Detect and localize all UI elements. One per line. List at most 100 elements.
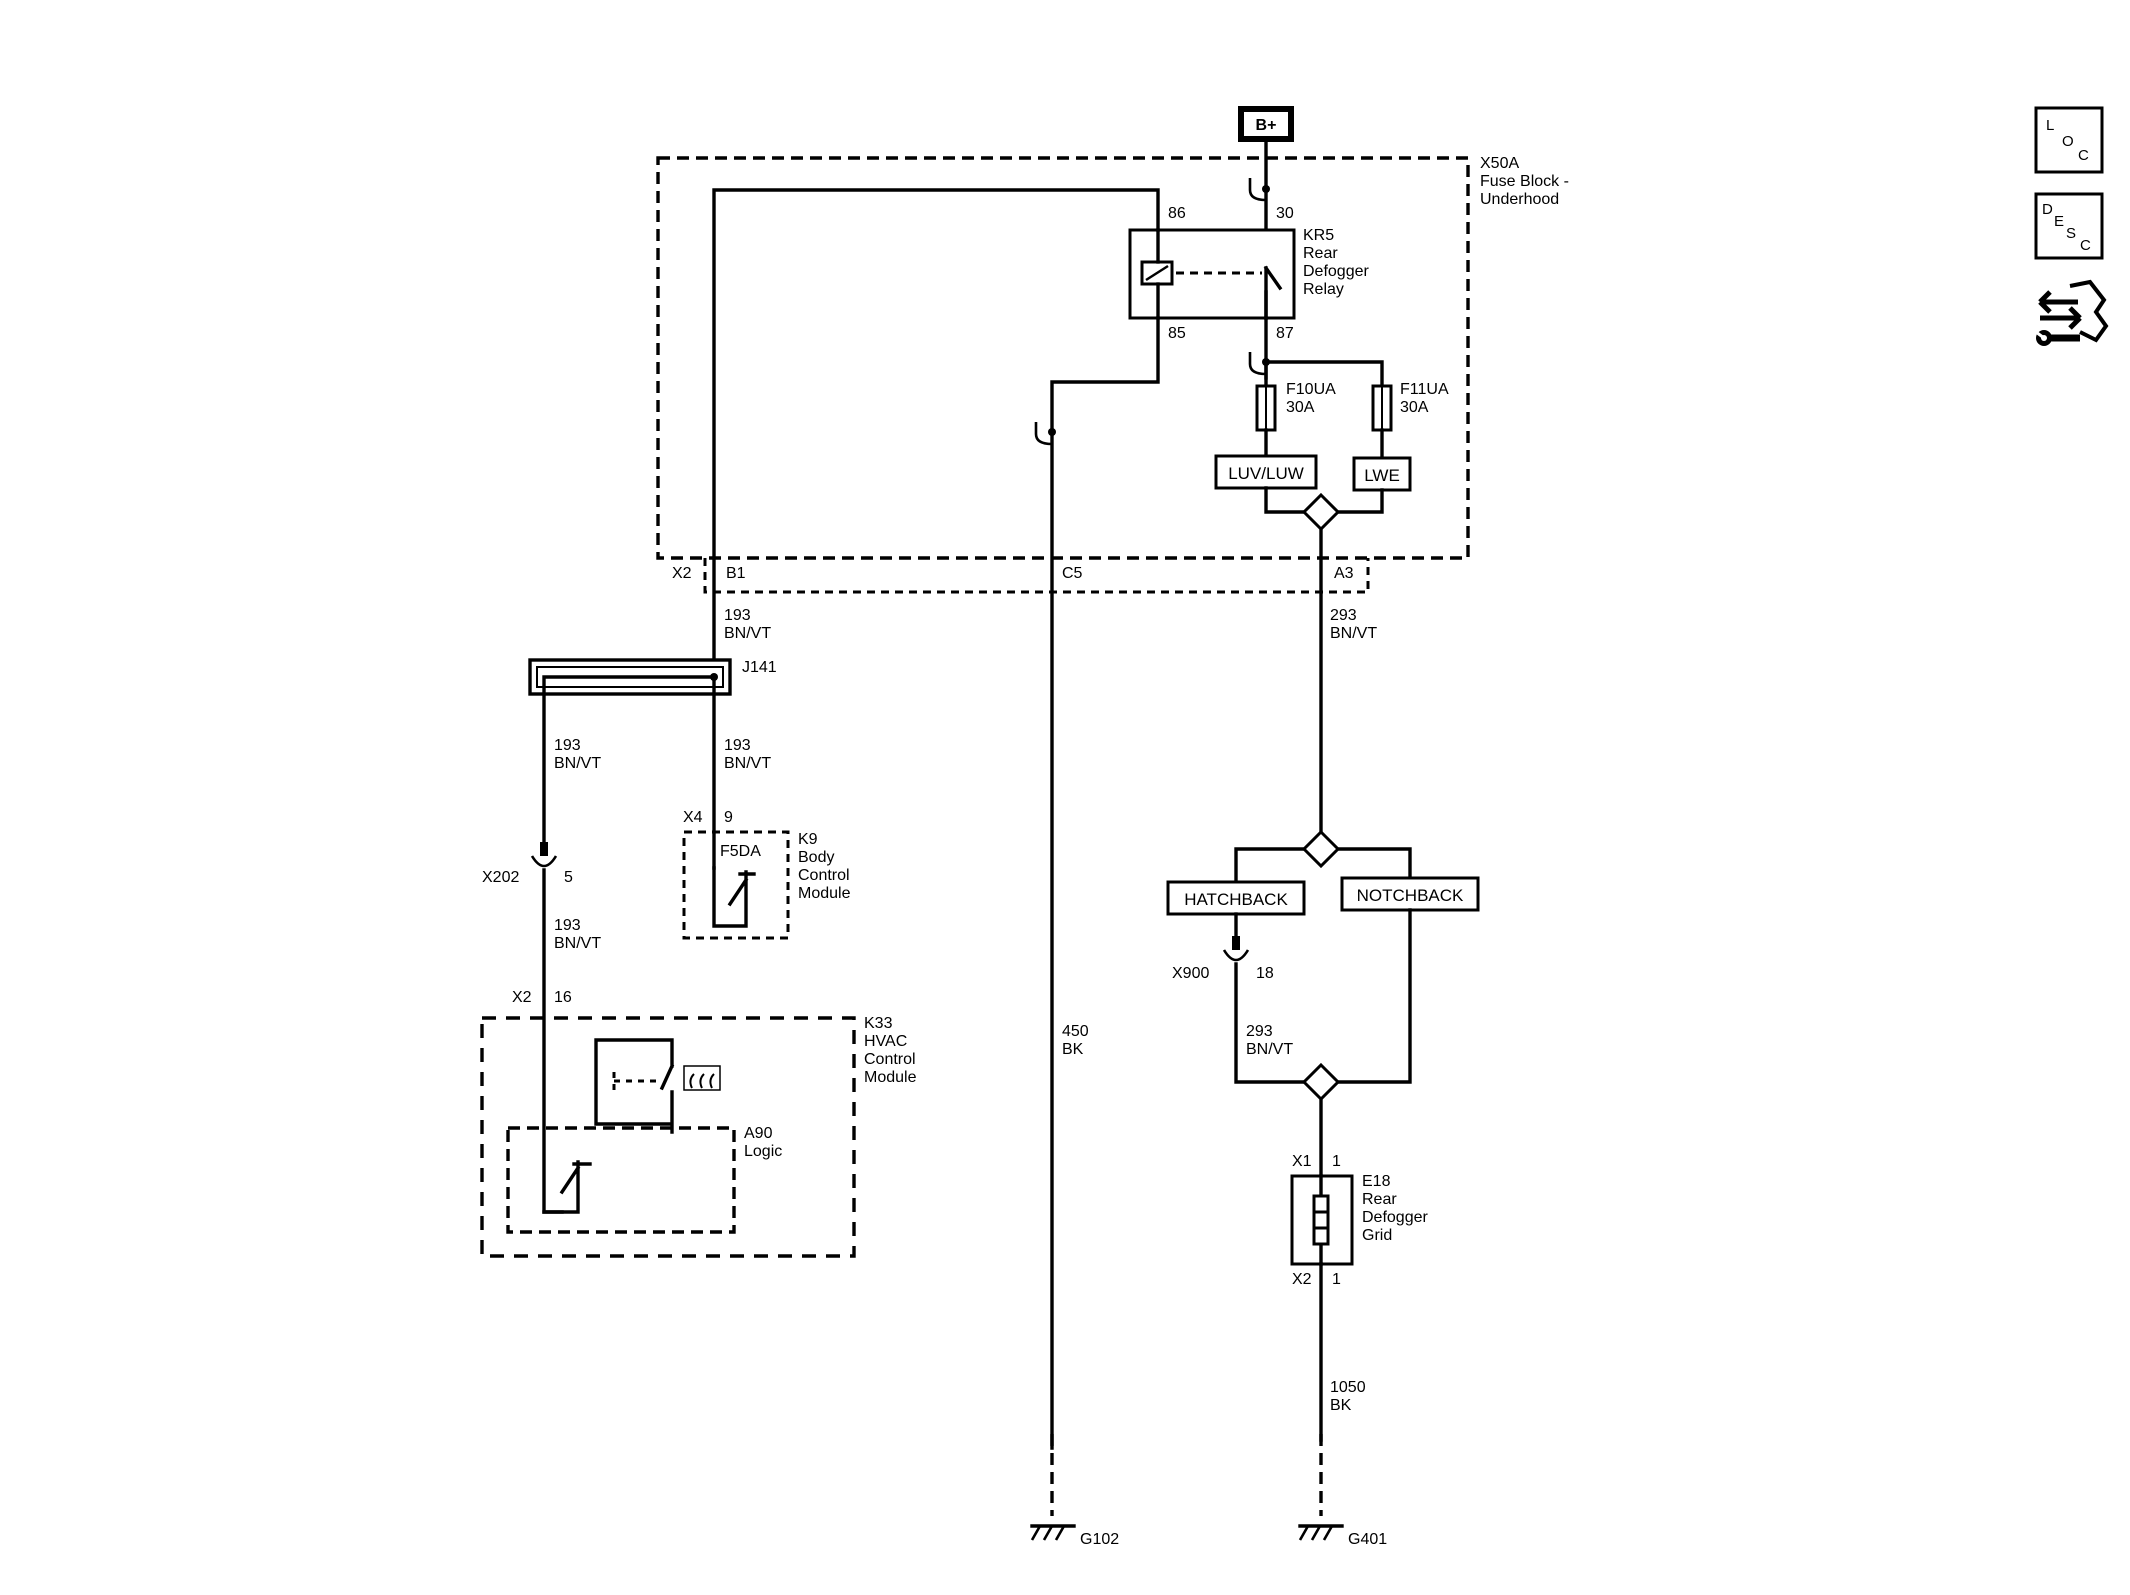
relay-name-3: Relay (1303, 281, 1344, 298)
wire-293a-circuit: 293 (1330, 607, 1357, 624)
connector-pin-b1: B1 (726, 565, 746, 582)
hvac-connector-id: X2 (512, 989, 532, 1006)
logic-a90-boundary (506, 1126, 736, 1234)
ground-g102-icon (1030, 1524, 1076, 1541)
grid-x2-pin: 1 (1332, 1271, 1341, 1288)
pin-connector-c5 (1034, 422, 1056, 446)
grid-name-3: Grid (1362, 1227, 1392, 1244)
wire-193b-circuit: 193 (554, 737, 581, 754)
wire-193d-circuit: 193 (554, 917, 581, 934)
fuse-block-name-2: Underhood (1480, 191, 1559, 208)
hvac-name-1: HVAC (864, 1033, 907, 1050)
relay-id: KR5 (1303, 227, 1334, 244)
relay-pin-86: 86 (1168, 205, 1186, 222)
wire-193a-color: BN/VT (724, 625, 771, 642)
fuse-f11ua-id: F11UA (1400, 381, 1449, 398)
connector-repair-icon[interactable] (2035, 279, 2109, 346)
relay-pin-30: 30 (1276, 205, 1294, 222)
splice-j141-inner (536, 666, 724, 688)
option-lwe-label: LWE (1364, 466, 1400, 485)
wire-193c-color: BN/VT (724, 755, 771, 772)
bcm-switch-icon (712, 866, 756, 928)
option-notchback-label: NOTCHBACK (1357, 886, 1464, 905)
connector-pin-a3: A3 (1334, 565, 1354, 582)
relay-pin-85: 85 (1168, 325, 1186, 342)
wire-450-color: BK (1062, 1041, 1084, 1058)
b-plus-label: B+ (1256, 117, 1277, 134)
hvac-name-3: Module (864, 1069, 917, 1086)
grid-heater-icon (1312, 1194, 1330, 1246)
ground-g102-id: G102 (1080, 1531, 1119, 1548)
inline-x202-id: X202 (482, 869, 519, 886)
grid-x2-id: X2 (1292, 1271, 1312, 1288)
location-view-button[interactable]: L O C (2034, 106, 2104, 174)
wire-293b-circuit: 293 (1246, 1023, 1273, 1040)
bcm-name-3: Module (798, 885, 851, 902)
grid-name-1: Rear (1362, 1191, 1397, 1208)
inline-x900-id: X900 (1172, 965, 1209, 982)
loc-letter-3: C (2078, 147, 2089, 164)
connector-x2-boundary (703, 558, 1370, 594)
fuse-block-name-1: Fuse Block - (1480, 173, 1569, 190)
connector-pin-c5: C5 (1062, 565, 1083, 582)
bcm-name-1: Body (798, 849, 834, 866)
fuse-f10ua-rating: 30A (1286, 399, 1315, 416)
wire-1050-color: BK (1330, 1397, 1352, 1414)
option-box-lwe (1352, 456, 1412, 492)
hvac-k33-boundary (480, 1016, 856, 1258)
wire-split-left (1234, 847, 1306, 884)
bcm-output-id: F5DA (720, 843, 761, 860)
loc-letter-2: O (2062, 133, 2074, 150)
logic-a90-name: Logic (744, 1143, 782, 1160)
defrost-indicator-icon (683, 1065, 721, 1091)
logic-a90-id: A90 (744, 1125, 773, 1142)
bcm-connector-id: X4 (683, 809, 703, 826)
wire-193a-circuit: 193 (724, 607, 751, 624)
loc-letter-1: L (2046, 117, 2054, 134)
wire-relay86-to-b1 (712, 188, 1160, 674)
hvac-relay-output (594, 1038, 675, 1134)
hvac-name-2: Control (864, 1051, 916, 1068)
wire-193d-color: BN/VT (554, 935, 601, 952)
inline-connector-x900 (1222, 936, 1250, 962)
connector-x2-id: X2 (672, 565, 692, 582)
option-luv-luw-label: LUV/LUW (1228, 464, 1304, 483)
pin-connector-30 (1248, 178, 1270, 202)
option-merge-diamond (1301, 492, 1341, 532)
bcm-k9-boundary (682, 830, 790, 940)
option-box-hatchback (1166, 880, 1306, 916)
relay-name-2: Defogger (1303, 263, 1369, 280)
merge-diamond-lower (1301, 1062, 1341, 1102)
ground-g401-id: G401 (1348, 1531, 1387, 1548)
grid-id: E18 (1362, 1173, 1391, 1190)
bcm-id: K9 (798, 831, 818, 848)
grid-x1-id: X1 (1292, 1153, 1312, 1170)
desc-letter-2: E (2054, 213, 2064, 230)
grid-x1-pin: 1 (1332, 1153, 1341, 1170)
relay-pin-87: 87 (1276, 325, 1294, 342)
hvac-relay-coil-link (612, 1072, 660, 1090)
option-box-luv-luw (1214, 454, 1318, 490)
desc-letter-3: S (2066, 225, 2076, 242)
wire-notchback-to-merge (1336, 908, 1412, 1084)
ground-g401-icon (1298, 1524, 1344, 1541)
wire-split-right (1336, 847, 1412, 880)
hvac-connector-pin: 16 (554, 989, 572, 1006)
wire-option-merge (1264, 486, 1384, 514)
splice-j141-id: J141 (742, 659, 777, 676)
wire-193b-color: BN/VT (554, 755, 601, 772)
wire-1050-circuit: 1050 (1330, 1379, 1366, 1396)
bcm-name-2: Control (798, 867, 850, 884)
fuse-f11ua-rating: 30A (1400, 399, 1429, 416)
battery-power-source: B+ (1238, 106, 1294, 142)
wire-193c-circuit: 193 (724, 737, 751, 754)
wire-relay85-to-ground (1050, 316, 1160, 1450)
wire-fuse-bus (1264, 360, 1384, 388)
wire-293b-color: BN/VT (1246, 1041, 1293, 1058)
wire-splice-to-x202 (542, 675, 716, 848)
option-box-notchback (1340, 876, 1480, 912)
description-view-button[interactable]: D E S C (2034, 192, 2104, 260)
wire-450-circuit: 450 (1062, 1023, 1089, 1040)
inline-x900-pin: 18 (1256, 965, 1274, 982)
